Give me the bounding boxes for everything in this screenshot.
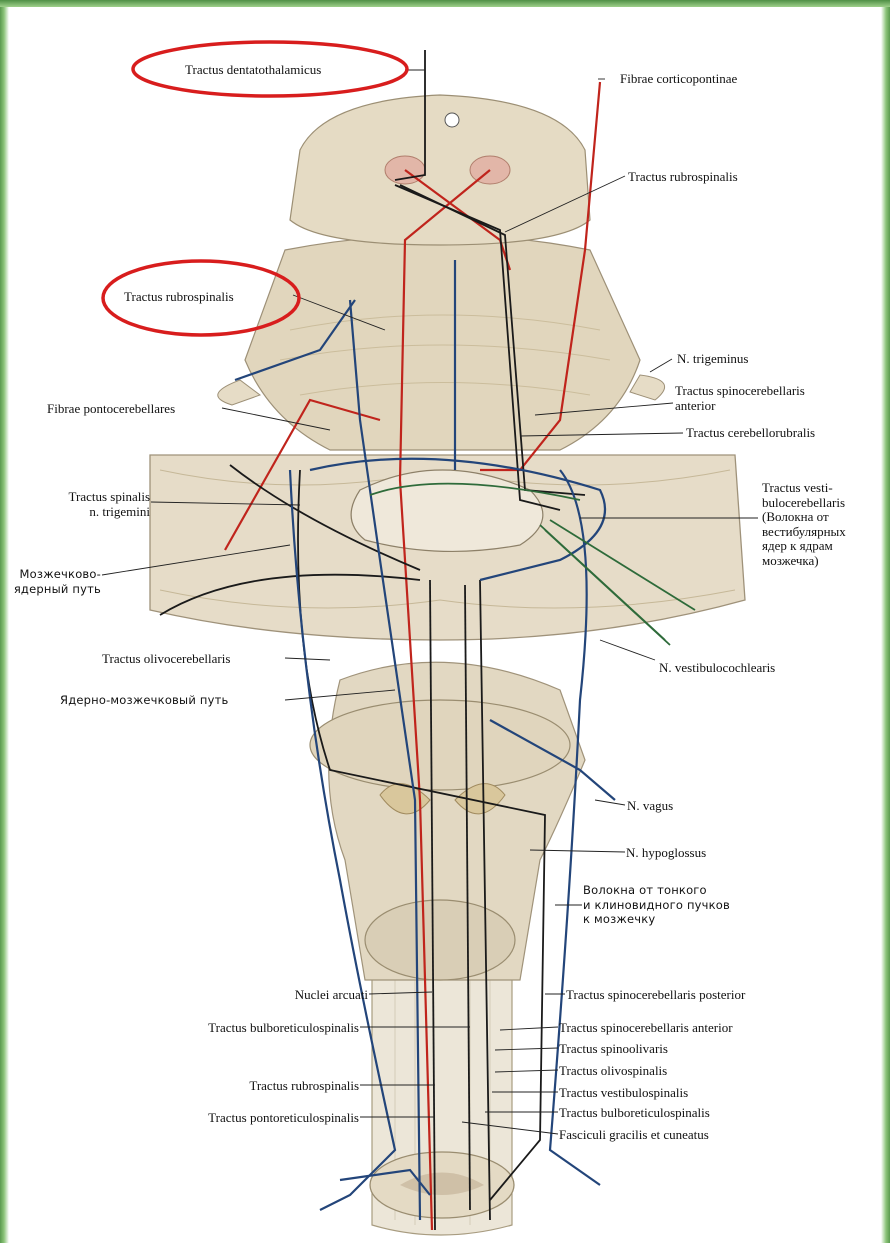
label-spinoolivaris: Tractus spinoolivaris	[559, 1041, 668, 1056]
label-cerebellar-nuclear-path: Мозжечково- ядерный путь	[0, 567, 101, 597]
pons	[245, 235, 640, 450]
label-vestibulocochlearis: N. vestibulocochlearis	[659, 660, 775, 675]
label-rubrospinalis-lower: Tractus rubrospinalis	[150, 1078, 359, 1093]
label-olivocerebellaris: Tractus olivocerebellaris	[102, 651, 230, 666]
midbrain	[290, 95, 590, 245]
label-spinocerebellaris-posterior: Tractus spinocerebellaris posterior	[566, 987, 745, 1002]
label-trigeminus: N. trigeminus	[677, 351, 749, 366]
label-spinocerebellaris-anterior-lower: Tractus spinocerebellaris anterior	[559, 1020, 733, 1035]
label-nuclear-cerebellar-path: Ядерно-мозжечковый путь	[60, 693, 228, 708]
label-vestibulocerebellaris: Tractus vesti- bulocerebellaris (Волокна…	[762, 481, 846, 568]
label-bulboreticulospinalis-right: Tractus bulboreticulospinalis	[559, 1105, 710, 1120]
label-pontocerebellares: Fibrae pontocerebellares	[47, 401, 175, 416]
label-spinalis-trigemini: Tractus spinalis n. trigemini	[15, 489, 150, 519]
label-vestibulospinalis: Tractus vestibulospinalis	[559, 1085, 688, 1100]
label-corticopontinae: Fibrae corticopontinae	[620, 71, 737, 86]
label-gracilis-fibers: Волокна от тонкого и клиновидного пучков…	[583, 883, 730, 927]
label-nuclei-arcuati: Nuclei arcuati	[200, 987, 368, 1002]
medulla-upper-section	[310, 700, 570, 790]
aqueduct	[445, 113, 459, 127]
medulla-section	[365, 900, 515, 980]
label-olivospinalis: Tractus olivospinalis	[559, 1063, 667, 1078]
label-rubrospinalis-right: Tractus rubrospinalis	[628, 169, 738, 184]
label-fasciculi-gracilis-cuneatus: Fasciculi gracilis et cuneatus	[559, 1127, 709, 1142]
label-rubrospinalis-left: Tractus rubrospinalis	[124, 289, 234, 304]
label-bulboreticulospinalis-left: Tractus bulboreticulospinalis	[100, 1020, 359, 1035]
label-spinocerebellaris-anterior: Tractus spinocerebellaris anterior	[675, 383, 805, 413]
label-dentatothalamicus: Tractus dentatothalamicus	[185, 62, 321, 77]
label-vagus: N. vagus	[627, 798, 673, 813]
label-pontoreticulospinalis: Tractus pontoreticulospinalis	[120, 1110, 359, 1125]
label-cerebellorubralis: Tractus cerebellorubralis	[686, 425, 815, 440]
label-hypoglossus: N. hypoglossus	[626, 845, 706, 860]
